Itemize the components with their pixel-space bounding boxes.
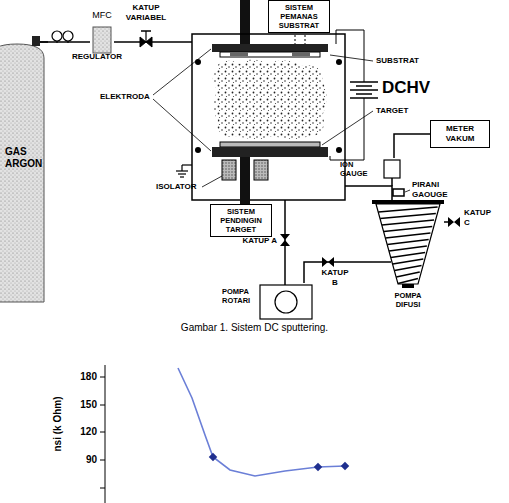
part-label: REGULATOR xyxy=(72,52,122,62)
axis-label: 90 xyxy=(70,454,97,466)
vacuum-meter-box: METER VAKUM xyxy=(430,120,490,148)
label-text: SISTEM PEMANAS SUBSTRAT xyxy=(270,3,328,30)
label-text: MFC xyxy=(90,10,114,20)
plasma xyxy=(213,59,327,139)
voltage-label: DCHV xyxy=(382,78,430,98)
label-text: POMPA DIFUSI xyxy=(388,291,428,309)
vacuum-chamber xyxy=(176,0,345,204)
label-text: GAS ARGON xyxy=(5,146,45,170)
variable-valve xyxy=(140,31,152,47)
part-label: KATUP B xyxy=(318,268,352,287)
regulator-symbol xyxy=(52,31,73,43)
part-label: ELEKTRODA xyxy=(100,92,150,102)
axis-label: 180 xyxy=(70,371,97,383)
rotary-pump: POMPA ROTARI xyxy=(222,283,314,321)
label-text: ION GAUGE xyxy=(340,160,380,178)
resistance-chart xyxy=(100,365,349,503)
label-text: SISTEM PENDINGIN TARGET xyxy=(212,207,270,234)
figure-caption: Gambar 1. Sistem DC sputtering. xyxy=(0,322,509,334)
ion-gauge: ION GAUGE xyxy=(338,158,402,180)
axis-label: 120 xyxy=(70,426,97,438)
part-label: ISOLATOR xyxy=(156,182,197,192)
part-label: KATUP VARIABEL xyxy=(121,3,171,22)
dc-high-voltage-source xyxy=(330,30,378,160)
pipe-connector xyxy=(48,41,90,43)
part-label: SUBSTRAT xyxy=(376,56,419,66)
diffusion-pump: POMPA DIFUSI xyxy=(372,196,444,314)
mass-flow-controller: MFC xyxy=(90,10,114,54)
pipe-connector xyxy=(394,134,430,158)
label-text: POMPA ROTARI xyxy=(222,287,256,305)
part-label: TARGET xyxy=(376,106,408,116)
heater-box: SISTEM PEMANAS SUBSTRAT xyxy=(268,0,330,33)
part-label: KATUP C xyxy=(464,208,498,227)
node-outline xyxy=(0,36,48,304)
axis-label: nsi (k Ohm) xyxy=(52,384,64,464)
part-label: KATUP A xyxy=(242,236,277,246)
cooling-box: SISTEM PENDINGIN TARGET xyxy=(210,204,272,237)
part-label: PIRANI GAOUGE xyxy=(412,180,454,199)
label-text: METER VAKUM xyxy=(433,124,487,144)
axis-label: 150 xyxy=(70,399,97,411)
gas-cylinder: GAS ARGON xyxy=(0,36,48,304)
